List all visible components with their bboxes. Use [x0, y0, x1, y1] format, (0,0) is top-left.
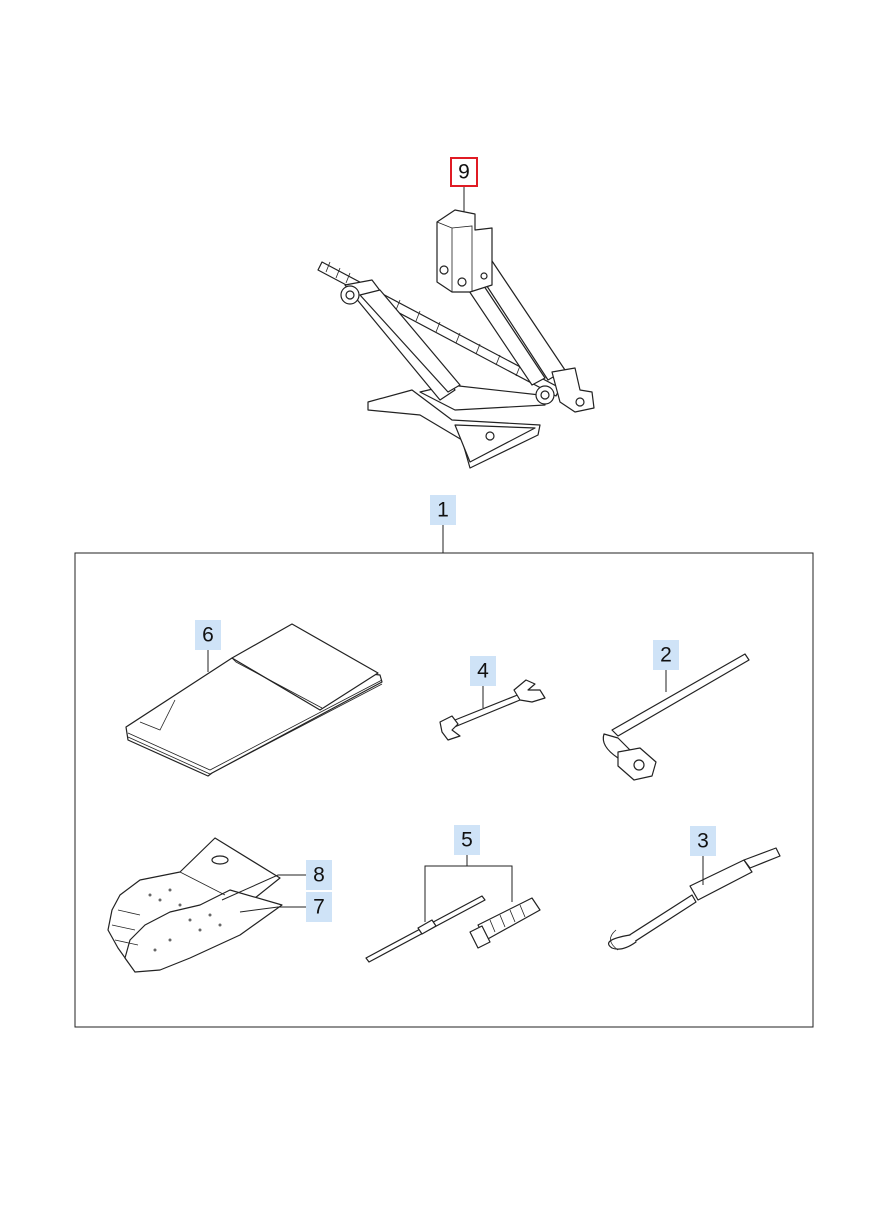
wheel-nut-wrench-illustration[interactable]: [602, 653, 750, 781]
scissor-jack-illustration[interactable]: [317, 209, 595, 469]
jack-handle-illustration[interactable]: [608, 847, 781, 951]
callout-1[interactable]: 1: [430, 495, 456, 525]
open-end-wrench-illustration[interactable]: [439, 679, 546, 741]
callout-5[interactable]: 5: [454, 825, 480, 855]
callout-3-label: 3: [697, 830, 709, 853]
callout-9-label: 9: [458, 161, 470, 184]
work-gloves-illustration[interactable]: [107, 837, 283, 973]
leader-7: [239, 906, 306, 913]
callout-7-label: 7: [313, 896, 325, 919]
callout-9[interactable]: 9: [450, 157, 478, 187]
callout-6-label: 6: [202, 624, 214, 647]
callout-7[interactable]: 7: [306, 892, 332, 922]
callout-8-label: 8: [313, 864, 325, 887]
callout-6[interactable]: 6: [195, 620, 221, 650]
callout-1-label: 1: [437, 499, 449, 522]
callout-3[interactable]: 3: [690, 826, 716, 856]
callout-8[interactable]: 8: [306, 860, 332, 890]
tool-kit-frame: [74, 552, 814, 1028]
callout-2-label: 2: [660, 644, 672, 667]
leader-5a: [424, 855, 468, 922]
callout-4[interactable]: 4: [470, 656, 496, 686]
callout-4-label: 4: [477, 660, 489, 683]
leader-8: [221, 874, 306, 901]
screwdriver-set-illustration[interactable]: [365, 895, 541, 963]
leader-5b: [467, 865, 513, 902]
tool-bag-illustration[interactable]: [125, 623, 383, 777]
callout-2[interactable]: 2: [653, 640, 679, 670]
callout-5-label: 5: [461, 829, 473, 852]
